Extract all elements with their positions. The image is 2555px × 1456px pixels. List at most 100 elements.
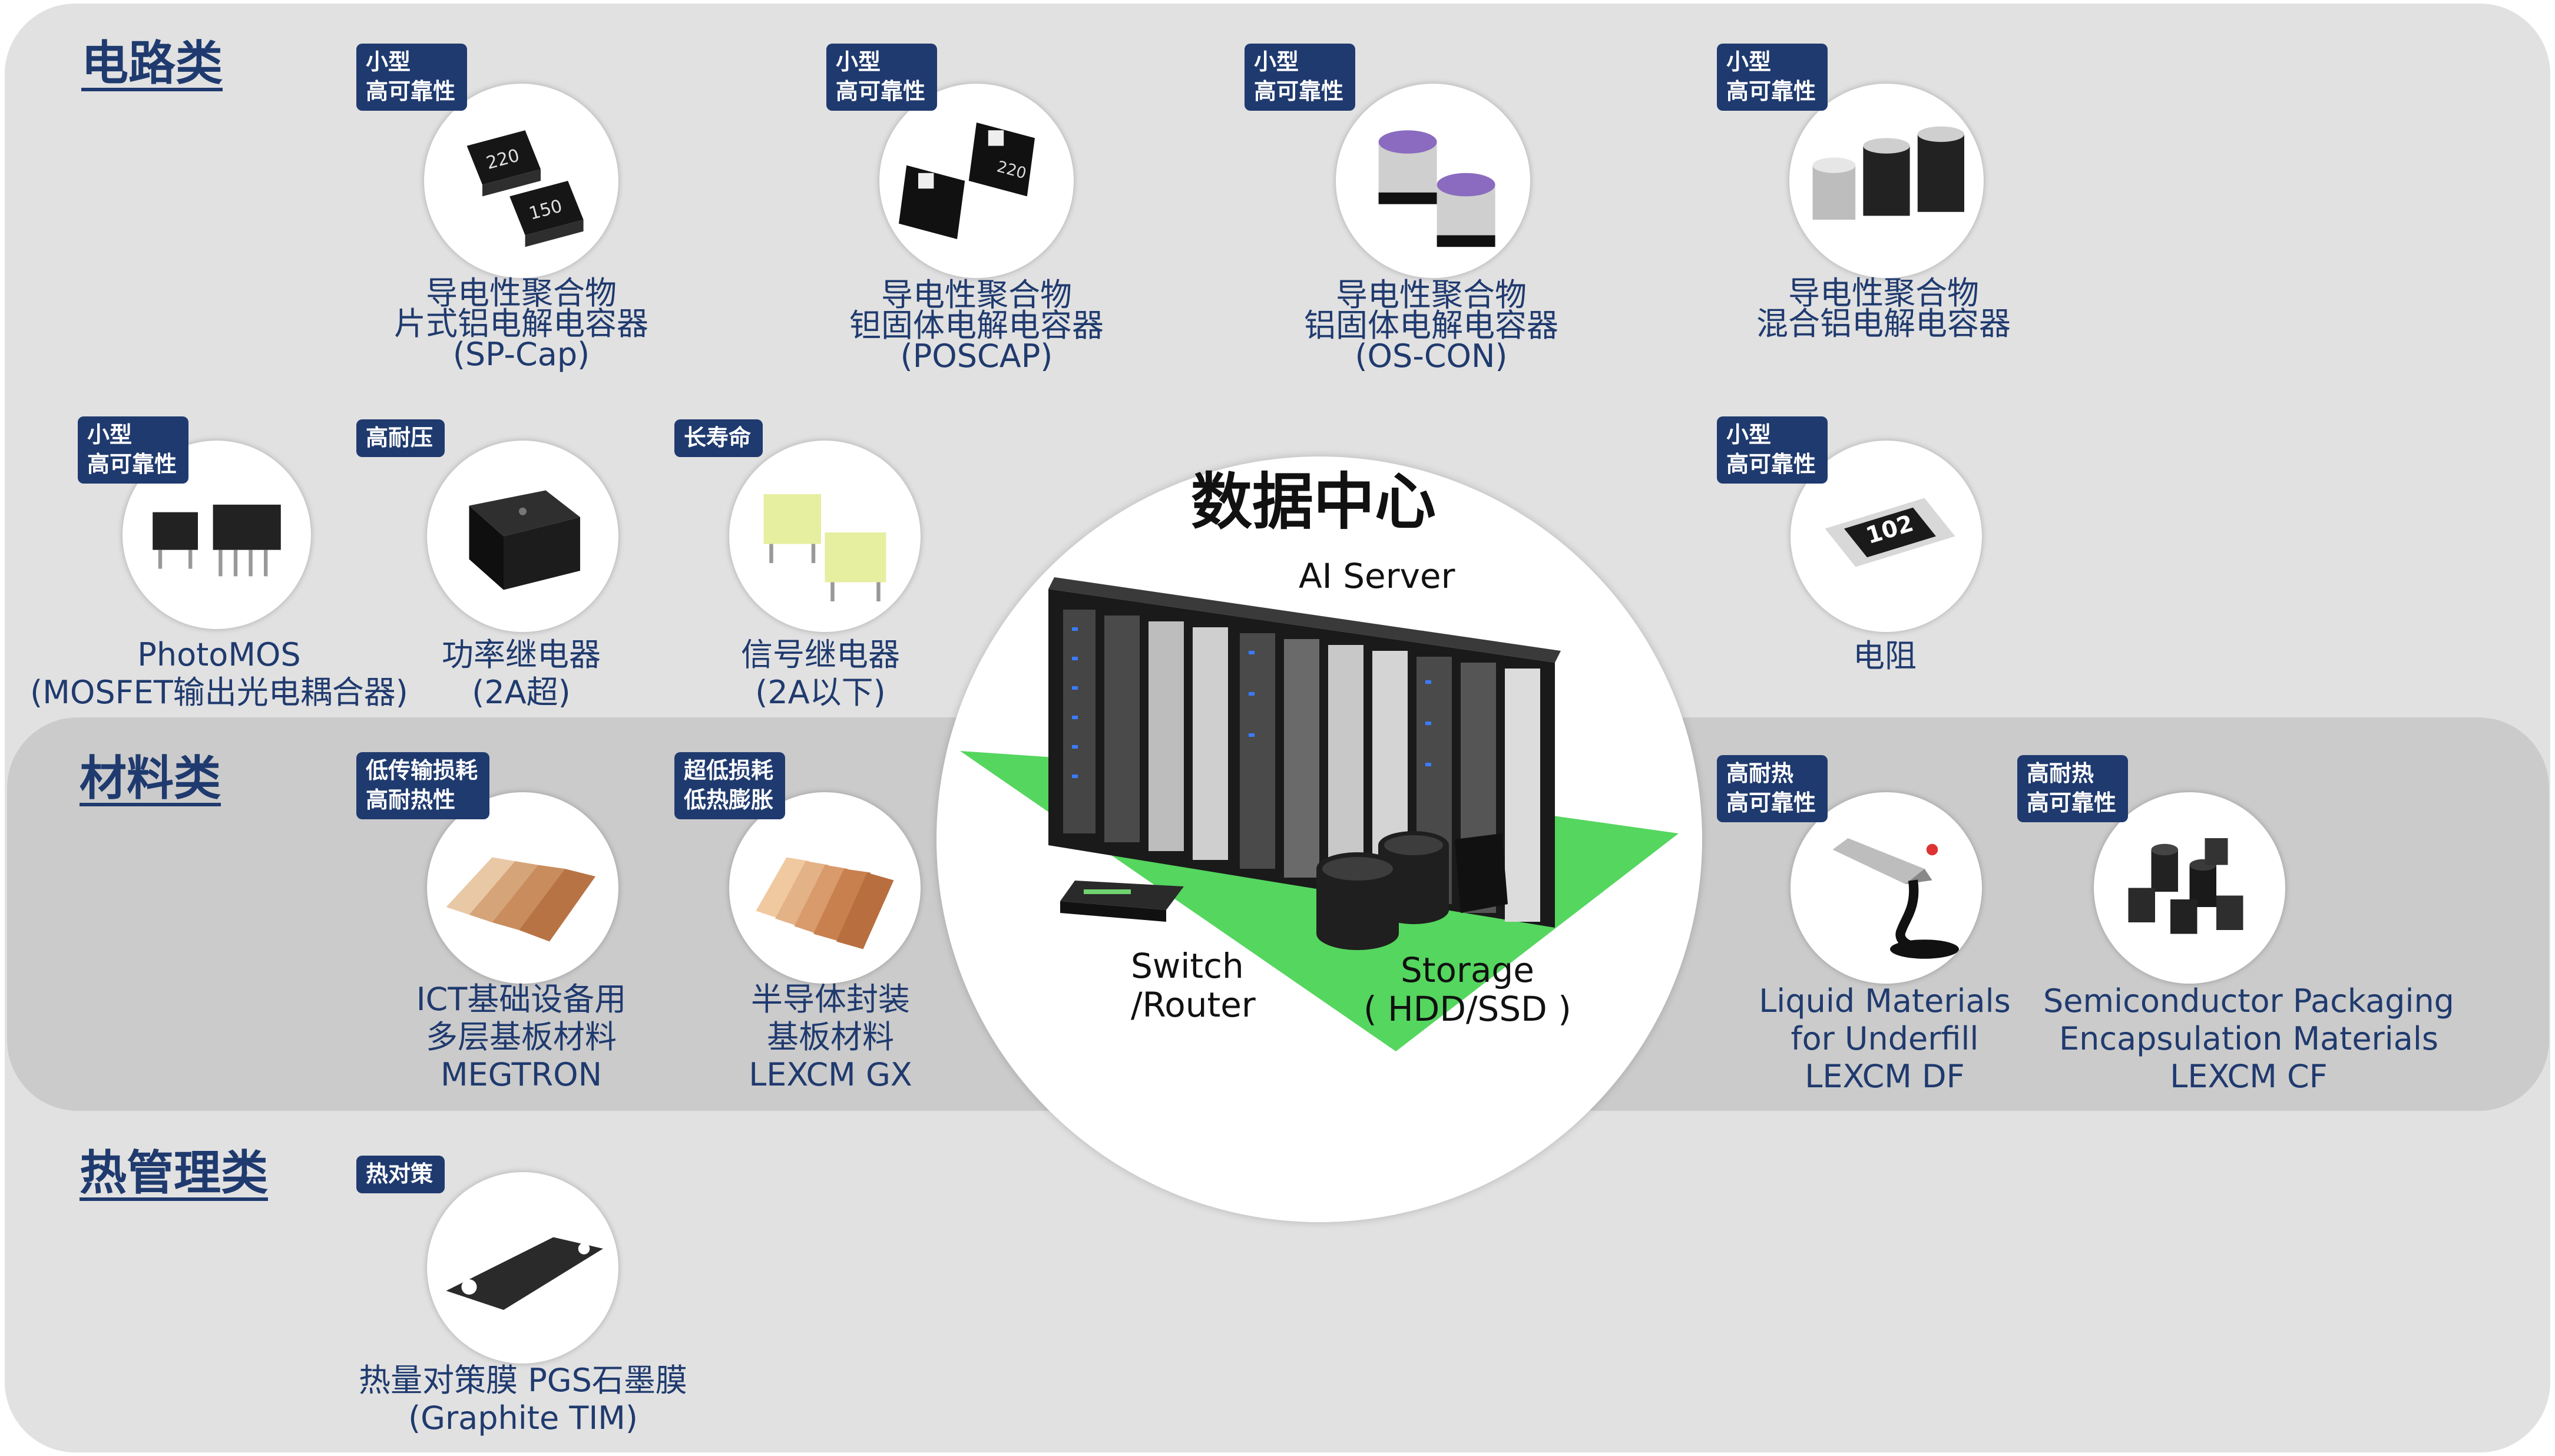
- label-line: LEXCM GX: [749, 1056, 912, 1093]
- item-label-megtron: ICT基础设备用 多层基板材料 MEGTRON: [416, 981, 627, 1094]
- poscap-capacitor-icon: 220: [879, 84, 1074, 278]
- tag-small-high-reliability: 小型 高可靠性: [356, 44, 468, 111]
- tag-line: 小型: [836, 49, 881, 75]
- switch-router-device: [1060, 881, 1184, 922]
- tag-line: 高耐热性: [366, 787, 456, 813]
- storage-label-line-2: ( HDD/SSD ): [1363, 989, 1571, 1029]
- section-title-material: 材料类: [80, 751, 221, 806]
- tag-small-high-reliability: 小型 高可靠性: [1717, 416, 1828, 484]
- liquid-drop-icon: [1791, 792, 1982, 984]
- photomos-chip-icon: [123, 441, 311, 629]
- label-line: 钽固体电解电容器: [849, 307, 1104, 344]
- tag-small-high-reliability: 小型 高可靠性: [1245, 44, 1356, 111]
- item-label-sp-cap: 导电性聚合物 片式铝电解电容器 (SP-Cap): [394, 274, 648, 373]
- label-line: 铝固体电解电容器: [1304, 307, 1558, 344]
- label-line: (POSCAP): [900, 337, 1053, 375]
- hybrid-capacitor-icon: [1789, 84, 1984, 278]
- substrate-sheets-icon: [729, 792, 921, 984]
- item-label-lexcm-cf: Semiconductor Packaging Encapsulation Ma…: [2043, 982, 2454, 1096]
- label-line: LEXCM CF: [2170, 1058, 2328, 1095]
- tag-line: 高耐热: [1726, 760, 1794, 786]
- tag-thermal-countermeasure: 热对策: [356, 1156, 445, 1193]
- label-line: (SP-Cap): [452, 336, 590, 373]
- label-line: ICT基础设备用: [416, 981, 627, 1018]
- sp-cap-capacitor-icon: 220 150: [424, 84, 618, 278]
- label-line: Semiconductor Packaging: [2043, 982, 2454, 1020]
- label-line: 功率继电器: [442, 636, 601, 673]
- label-line: 电阻: [1853, 637, 1917, 674]
- tag-line: 小型: [1254, 49, 1299, 75]
- ai-server-label: AI Server: [1299, 556, 1455, 596]
- label-line: (2A超): [472, 674, 571, 711]
- copper-laminate-icon: [427, 792, 618, 984]
- label-line: 导电性聚合物: [426, 274, 617, 312]
- label-line: 导电性聚合物: [881, 276, 1072, 313]
- data-center-title: 数据中心: [1190, 466, 1437, 538]
- switch-router-label: Switch /Router: [1131, 947, 1256, 1024]
- tag-line: 低传输损耗: [366, 757, 478, 783]
- storage-disk-stacks: [1316, 831, 1508, 950]
- tag-line: 小型: [87, 422, 133, 448]
- tag-high-voltage: 高耐压: [356, 419, 445, 457]
- tag-line: 高可靠性: [2027, 790, 2117, 816]
- tag-line: 高可靠性: [1726, 78, 1816, 104]
- tag-line: 长寿命: [684, 425, 752, 451]
- label-line: MEGTRON: [440, 1056, 603, 1093]
- encapsulation-pellets-icon: [2094, 792, 2285, 984]
- label-line: Encapsulation Materials: [2059, 1020, 2438, 1057]
- label-line: (MOSFET输出光电耦合器): [30, 674, 408, 711]
- item-label-power-relay: 功率继电器 (2A超): [442, 636, 601, 712]
- tag-line: 高可靠性: [366, 78, 456, 104]
- switch-label-line-2: /Router: [1131, 985, 1256, 1025]
- tag-line: 小型: [1726, 49, 1772, 75]
- label-line: 混合铝电解电容器: [1756, 305, 2011, 342]
- tag-low-loss-high-heat: 低传输损耗 高耐热性: [356, 752, 490, 819]
- tag-line: 高可靠性: [836, 78, 926, 104]
- section-title-thermal: 热管理类: [80, 1146, 268, 1200]
- tag-line: 低热膨胀: [684, 787, 774, 813]
- tag-line: 高耐热: [2027, 760, 2094, 786]
- tag-line: 高可靠性: [1726, 790, 1816, 816]
- tag-line: 高耐压: [366, 425, 433, 451]
- power-relay-icon: [427, 441, 618, 632]
- storage-label-line-1: Storage: [1400, 950, 1534, 990]
- item-label-hybrid: 导电性聚合物 混合铝电解电容器: [1756, 277, 2011, 342]
- server-rack-top: [1048, 577, 1561, 663]
- label-line: 基板材料: [766, 1018, 894, 1055]
- tag-line: 热对策: [366, 1161, 433, 1187]
- item-label-poscap: 导电性聚合物 钽固体电解电容器 (POSCAP): [849, 276, 1104, 375]
- tag-high-heat-reliability: 高耐热 高可靠性: [2017, 755, 2129, 822]
- label-line: LEXCM DF: [1805, 1058, 1965, 1095]
- tag-ultra-low-loss: 超低损耗 低热膨胀: [674, 752, 786, 819]
- section-title-circuit: 电路类: [81, 36, 223, 91]
- tag-line: 超低损耗: [684, 757, 774, 783]
- label-line: 片式铝电解电容器: [394, 305, 648, 342]
- label-line: (2A以下): [755, 674, 886, 711]
- tag-small-high-reliability: 小型 高可靠性: [826, 44, 938, 111]
- label-line: 多层基板材料: [426, 1018, 617, 1055]
- label-line: Liquid Materials: [1759, 982, 2011, 1020]
- switch-label-line-1: Switch: [1131, 946, 1244, 986]
- tag-line: 高可靠性: [1254, 78, 1344, 104]
- label-line: 信号继电器: [741, 636, 900, 673]
- data-center-illustration: [960, 577, 1679, 1051]
- label-line: PhotoMOS: [137, 636, 301, 673]
- server-rack-units: [1063, 610, 1540, 922]
- item-label-photomos: PhotoMOS (MOSFET输出光电耦合器): [30, 636, 408, 712]
- signal-relay-icon: [729, 441, 921, 632]
- label-line: 半导体封装: [750, 981, 910, 1018]
- tag-small-high-reliability: 小型 高可靠性: [1717, 44, 1828, 111]
- tag-line: 高可靠性: [87, 451, 177, 477]
- tag-small-high-reliability: 小型 高可靠性: [78, 416, 189, 484]
- label-line: (OS-CON): [1355, 337, 1508, 375]
- graphite-film-icon: [427, 1172, 618, 1364]
- label-line: for Underfill: [1791, 1020, 1979, 1057]
- storage-label: Storage ( HDD/SSD ): [1363, 951, 1571, 1028]
- label-line: 热量对策膜 PGS石墨膜: [359, 1362, 687, 1399]
- item-label-pgs: 热量对策膜 PGS石墨膜 (Graphite TIM): [359, 1362, 687, 1437]
- os-con-capacitor-icon: [1336, 84, 1530, 278]
- item-label-lexcm-gx: 半导体封装 基板材料 LEXCM GX: [749, 981, 912, 1094]
- server-led-lights: [1072, 627, 1431, 778]
- tag-high-heat-reliability: 高耐热 高可靠性: [1717, 755, 1828, 822]
- item-label-signal-relay: 信号继电器 (2A以下): [741, 636, 900, 712]
